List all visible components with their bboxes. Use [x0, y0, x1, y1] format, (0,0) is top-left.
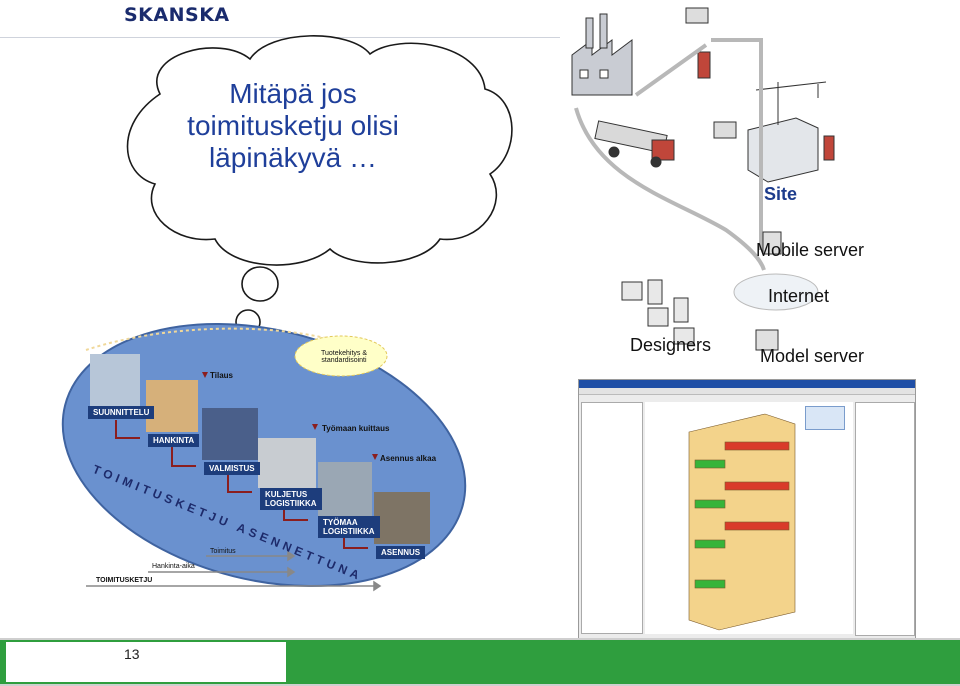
- flow-arrow-1: [574, 107, 766, 271]
- mobile-server-label: Mobile server: [756, 240, 865, 260]
- bim-software-screenshot: [578, 379, 916, 640]
- product-development-bubble: [294, 335, 388, 377]
- 3d-viewport: [645, 402, 853, 634]
- photo-site: [318, 462, 372, 518]
- model-tree-panel: [581, 402, 643, 634]
- phone-icon-2: [823, 135, 835, 161]
- photo-transport: [258, 438, 316, 488]
- stage-procurement: HANKINTA: [148, 434, 200, 447]
- product-development-label: Tuotekehitys & standardisointi: [320, 350, 368, 364]
- skanska-logo: SKANSKA: [124, 4, 230, 26]
- site-label: Site: [764, 184, 798, 204]
- stage-manufacturing: VALMISTUS: [204, 462, 260, 475]
- marker-site-receipt-icon: [312, 424, 318, 430]
- model-server-icon: [755, 329, 779, 351]
- flow-arrow-2: [634, 43, 708, 97]
- thought-text: Mitäpä jos toimitusketju olisi läpinäkyv…: [148, 78, 438, 174]
- photo-manufacturing: [202, 408, 258, 460]
- thought-line-1: Mitäpä jos: [229, 78, 357, 109]
- building-icon: [747, 81, 827, 183]
- arrow-supply-chain-label: TOIMITUSKETJU: [96, 577, 153, 584]
- window-titlebar: [579, 380, 915, 388]
- marker-installation-start-icon: [372, 454, 378, 460]
- arrow-delivery-label: Toimitus: [210, 548, 236, 555]
- properties-panel: [855, 402, 915, 636]
- thought-line-3: läpinäkyvä …: [208, 142, 378, 173]
- marker-site-receipt-label: Työmaan kuittaus: [322, 424, 390, 433]
- internet-label: Internet: [768, 286, 830, 306]
- phone-icon: [697, 51, 711, 79]
- footer-page-box: [6, 642, 286, 682]
- legend-panel: [805, 406, 845, 430]
- mobile-server-icon: [762, 231, 782, 255]
- photo-installation: [374, 492, 430, 544]
- photo-design: [90, 354, 140, 406]
- stage-design: SUUNNITTELU: [88, 406, 155, 419]
- marker-order-label: Tilaus: [210, 371, 233, 380]
- arrow-lead-time-label: Hankinta-aika: [152, 563, 195, 570]
- truck-icon: [594, 120, 675, 168]
- thought-line-2: toimitusketju olisi: [187, 110, 399, 141]
- laptop-icon-2: [713, 121, 737, 139]
- stage-site-logistics: TYÖMAA LOGISTIIKKA: [318, 516, 380, 538]
- designers-label: Designers: [630, 335, 712, 355]
- header-divider: [0, 37, 560, 38]
- designer-computers-icon: [621, 279, 695, 345]
- network-diagram: [571, 7, 835, 351]
- page-number: 13: [124, 646, 140, 662]
- stage-installation: ASENNUS: [376, 546, 426, 559]
- marker-order-icon: [202, 372, 208, 378]
- flow-arrow-3: [711, 38, 763, 250]
- window-menubar: [579, 388, 915, 395]
- factory-icon: [571, 13, 633, 96]
- model-server-label: Model server: [760, 346, 865, 366]
- internet-cloud-icon: [733, 273, 819, 311]
- marker-installation-start-label: Asennus alkaa: [380, 454, 437, 463]
- photo-procurement: [146, 380, 198, 432]
- stage-transport: KULJETUS LOGISTIIKKA: [260, 488, 322, 510]
- laptop-icon: [685, 7, 709, 24]
